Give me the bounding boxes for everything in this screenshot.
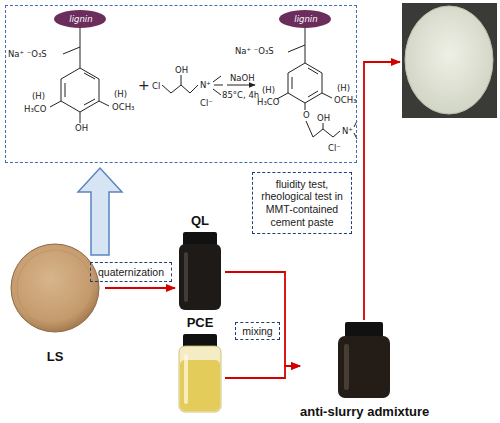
bottle-body: [179, 346, 221, 412]
chemical-label: N⁺: [200, 81, 211, 90]
chemical-label: OH: [175, 66, 188, 75]
bottle-highlight: [184, 252, 188, 302]
sample-label: LS: [5, 350, 105, 363]
admixture-bottle: [338, 322, 390, 398]
sample-photo: PCE: [175, 316, 225, 416]
chemical-label: +: [138, 78, 150, 92]
connector-group: [105, 272, 300, 378]
ql-bottle: [179, 232, 221, 310]
chemical-label: NaOH: [230, 74, 255, 83]
chemical-label: H₃CO: [257, 98, 279, 107]
ls-powder-photo: [11, 244, 99, 332]
pce-bottle: [179, 334, 221, 412]
powder-dish: [11, 244, 99, 332]
process-step-box: fluidity test, rheological test in MMT-c…: [252, 172, 352, 234]
chemical-label: Na⁺ ⁻O₃S: [8, 50, 47, 59]
sample-label: QL: [175, 214, 225, 227]
process-step-box: mixing: [235, 322, 280, 340]
block-arrow: [78, 168, 122, 255]
chemical-label: lignin: [280, 15, 332, 24]
step-label: mixing: [242, 325, 272, 338]
chemical-label: Cl: [152, 82, 160, 91]
reaction-scheme-art: [50, 10, 357, 139]
chemical-label: N⁺: [342, 127, 353, 136]
chemical-label: (H): [337, 84, 350, 93]
bottle-cap: [345, 322, 383, 338]
chemical-label: 85°C, 4h: [222, 91, 259, 100]
chemical-label: OH: [317, 114, 330, 123]
chemical-label: O: [303, 111, 310, 120]
paste-photo: [402, 3, 497, 118]
sample-label: PCE: [175, 316, 225, 329]
chemical-bonds: [162, 75, 223, 95]
bottle-body: [179, 244, 221, 310]
cement-paste-spread: [405, 6, 493, 114]
lignin-oval: [54, 10, 106, 28]
chemical-bonds: [50, 28, 109, 123]
sample-label: anti-slurry admixture: [300, 405, 428, 418]
reaction-arrow: [227, 85, 255, 86]
chemical-label: OCH₃: [112, 103, 134, 112]
chemical-label: H₃CO: [24, 105, 46, 114]
chemical-bonds: [277, 28, 357, 139]
lignin-oval: [279, 10, 331, 28]
flow-arrow: [225, 366, 300, 378]
sample-photo: anti-slurry admixture: [300, 318, 428, 418]
chemical-label: OH: [75, 124, 88, 133]
reaction-scheme-box: ligninNa⁺ ⁻O₃S(H)H₃CO(H)OCH₃OH+ClOHN⁺Cl⁻…: [5, 5, 357, 163]
flow-arrow: [105, 287, 175, 289]
flow-arrow: [225, 272, 300, 366]
step-label: fluidity test, rheological test in MMT-c…: [256, 178, 348, 228]
process-step-box: quaternization: [90, 262, 172, 282]
chemical-label: (H): [32, 92, 45, 101]
chemical-label: OCH₃: [334, 96, 356, 105]
sample-photo: QL: [175, 214, 225, 310]
chemical-label: (H): [262, 86, 275, 95]
dish-rim: [17, 250, 93, 326]
chemical-label: Cl⁻: [328, 144, 341, 153]
chemical-label: Cl⁻: [200, 99, 213, 108]
chemical-label: Na⁺ ⁻O₃S: [235, 47, 274, 56]
photo-background: [402, 3, 497, 118]
bottle-cap: [183, 232, 217, 246]
step-label: quaternization: [98, 266, 164, 279]
bottle-body: [338, 336, 390, 398]
flow-arrow: [364, 62, 400, 320]
bottle-highlight: [344, 344, 349, 390]
chemical-label: lignin: [55, 15, 107, 24]
chemical-label: (H): [114, 90, 127, 99]
bottle-highlight: [184, 354, 188, 404]
